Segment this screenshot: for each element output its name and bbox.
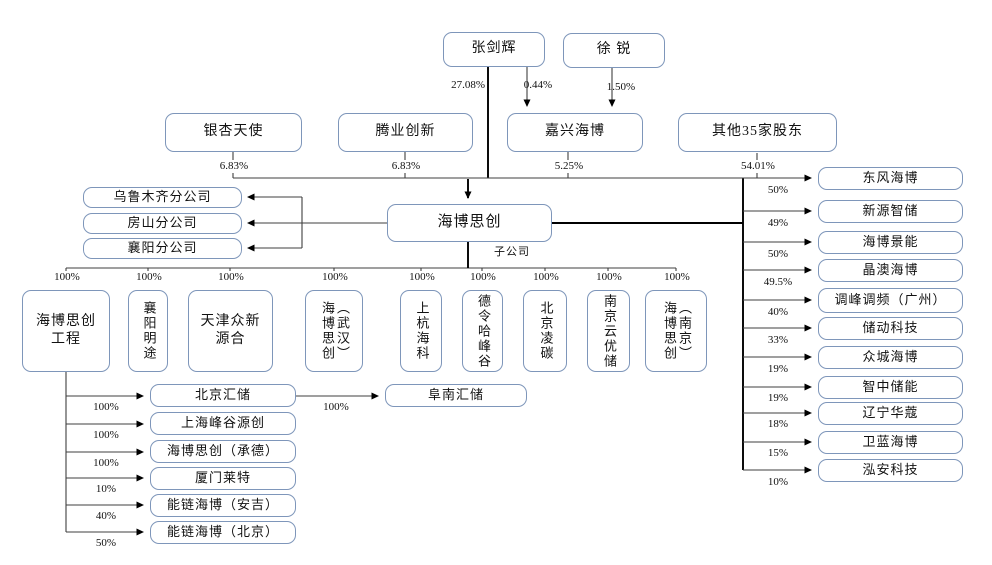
node-liaoning-huakou: 辽宁华蔻 <box>818 402 963 425</box>
pct-zhang-direct: 27.08% <box>451 79 485 91</box>
pct-jingneng: 50% <box>752 248 804 261</box>
node-haibo-sichuang-nanjing: 海博思创 （南京） <box>645 290 707 372</box>
pct-other-35: 54.01% <box>727 160 789 173</box>
node-haibo-sichuang-chengde: 海博思创（承德） <box>150 440 296 463</box>
pct-xu-jiaxing: 1.50% <box>606 81 636 93</box>
node-wulumuqi-branch: 乌鲁木齐分公司 <box>83 187 242 208</box>
node-haibo-sichuang-gongcheng: 海博思创 工程 <box>22 290 110 372</box>
pct-sub-3: 100% <box>312 271 358 284</box>
node-zhongcheng-haibo: 众城海博 <box>818 346 963 369</box>
subsidiary-note: 子公司 <box>494 246 530 258</box>
pct-sub-1: 100% <box>126 271 172 284</box>
pct-xiamen-laite: 10% <box>83 483 129 496</box>
pct-jingao: 49.5% <box>752 276 804 289</box>
pct-chudong: 33% <box>752 334 804 347</box>
node-shanghang-haike: 上杭海科 <box>400 290 442 372</box>
pct-weilan: 15% <box>752 447 804 460</box>
node-funan-huichu: 阜南汇储 <box>385 384 527 407</box>
pct-tengye: 6.83% <box>375 160 437 173</box>
pct-sub-4: 100% <box>399 271 445 284</box>
node-haibo-jingneng: 海博景能 <box>818 231 963 254</box>
node-zhizhong-chuneng: 智中储能 <box>818 376 963 399</box>
node-weilan-haibo: 卫蓝海博 <box>818 431 963 454</box>
node-delingha-fenggu: 德令哈峰谷 <box>462 290 503 372</box>
pct-sub-5: 100% <box>460 271 506 284</box>
node-xinyuan-zhichu: 新源智储 <box>818 200 963 223</box>
node-xiamen-laite: 厦门莱特 <box>150 467 296 490</box>
pct-liaoning: 18% <box>752 418 804 431</box>
pct-nenglian-beijing: 50% <box>83 537 129 550</box>
node-shanghai-fenggu-yuanchuang: 上海峰谷源创 <box>150 412 296 435</box>
pct-zhongcheng: 19% <box>752 363 804 376</box>
pct-jiaxing: 5.25% <box>538 160 600 173</box>
pct-sub-0: 100% <box>44 271 90 284</box>
node-tianjin-zhongxin-yuanhe: 天津众新 源合 <box>188 290 273 372</box>
node-dongfeng-haibo: 东风海博 <box>818 167 963 190</box>
pct-beijing-huichu: 100% <box>83 401 129 414</box>
pct-zhizhong: 19% <box>752 392 804 405</box>
node-nenglian-haibo-anji: 能链海博（安吉） <box>150 494 296 517</box>
pct-sub-8: 100% <box>654 271 700 284</box>
pct-xinyuan: 49% <box>752 217 804 230</box>
pct-sub-2: 100% <box>208 271 254 284</box>
pct-chengde: 100% <box>83 457 129 470</box>
pct-shanghai-fenggu: 100% <box>83 429 129 442</box>
node-hongan-keji: 泓安科技 <box>818 459 963 482</box>
node-other-35-shareholders: 其他35家股东 <box>678 113 837 152</box>
node-haibo-sichuang-wuhan: 海博思创 （武汉） <box>305 290 363 372</box>
node-chudong-keji: 储动科技 <box>818 317 963 340</box>
node-fangshan-branch: 房山分公司 <box>83 213 242 234</box>
node-tiaofeng-tiaopin-guangzhou: 调峰调频（广州） <box>818 288 963 313</box>
pct-hongan: 10% <box>752 476 804 489</box>
node-xu-rui: 徐 锐 <box>563 33 665 68</box>
node-nenglian-haibo-beijing: 能链海博（北京） <box>150 521 296 544</box>
pct-sub-6: 100% <box>523 271 569 284</box>
node-xiangyang-mingtu: 襄阳明途 <box>128 290 168 372</box>
node-xiangyang-branch: 襄阳分公司 <box>83 238 242 259</box>
pct-funan: 100% <box>313 401 359 414</box>
node-tengye-chuangxin: 腾业创新 <box>338 113 473 152</box>
node-jiaxing-haibo: 嘉兴海博 <box>507 113 643 152</box>
node-haibo-sichuang: 海博思创 <box>387 204 552 242</box>
pct-zhang-jiaxing: 0.44% <box>523 79 553 91</box>
node-yinxing-tianshi: 银杏天使 <box>165 113 302 152</box>
pct-dongfeng: 50% <box>752 184 804 197</box>
pct-yinxing: 6.83% <box>203 160 265 173</box>
node-zhang-jianhui: 张剑辉 <box>443 32 545 67</box>
node-beijing-huichu: 北京汇储 <box>150 384 296 407</box>
pct-sub-7: 100% <box>586 271 632 284</box>
node-jingao-haibo: 晶澳海博 <box>818 259 963 282</box>
pct-nenglian-anji: 40% <box>83 510 129 523</box>
node-beijing-lingtan: 北京凌碳 <box>523 290 567 372</box>
node-nanjing-yunyouchu: 南京云优储 <box>587 290 630 372</box>
pct-tiaofeng: 40% <box>752 306 804 319</box>
